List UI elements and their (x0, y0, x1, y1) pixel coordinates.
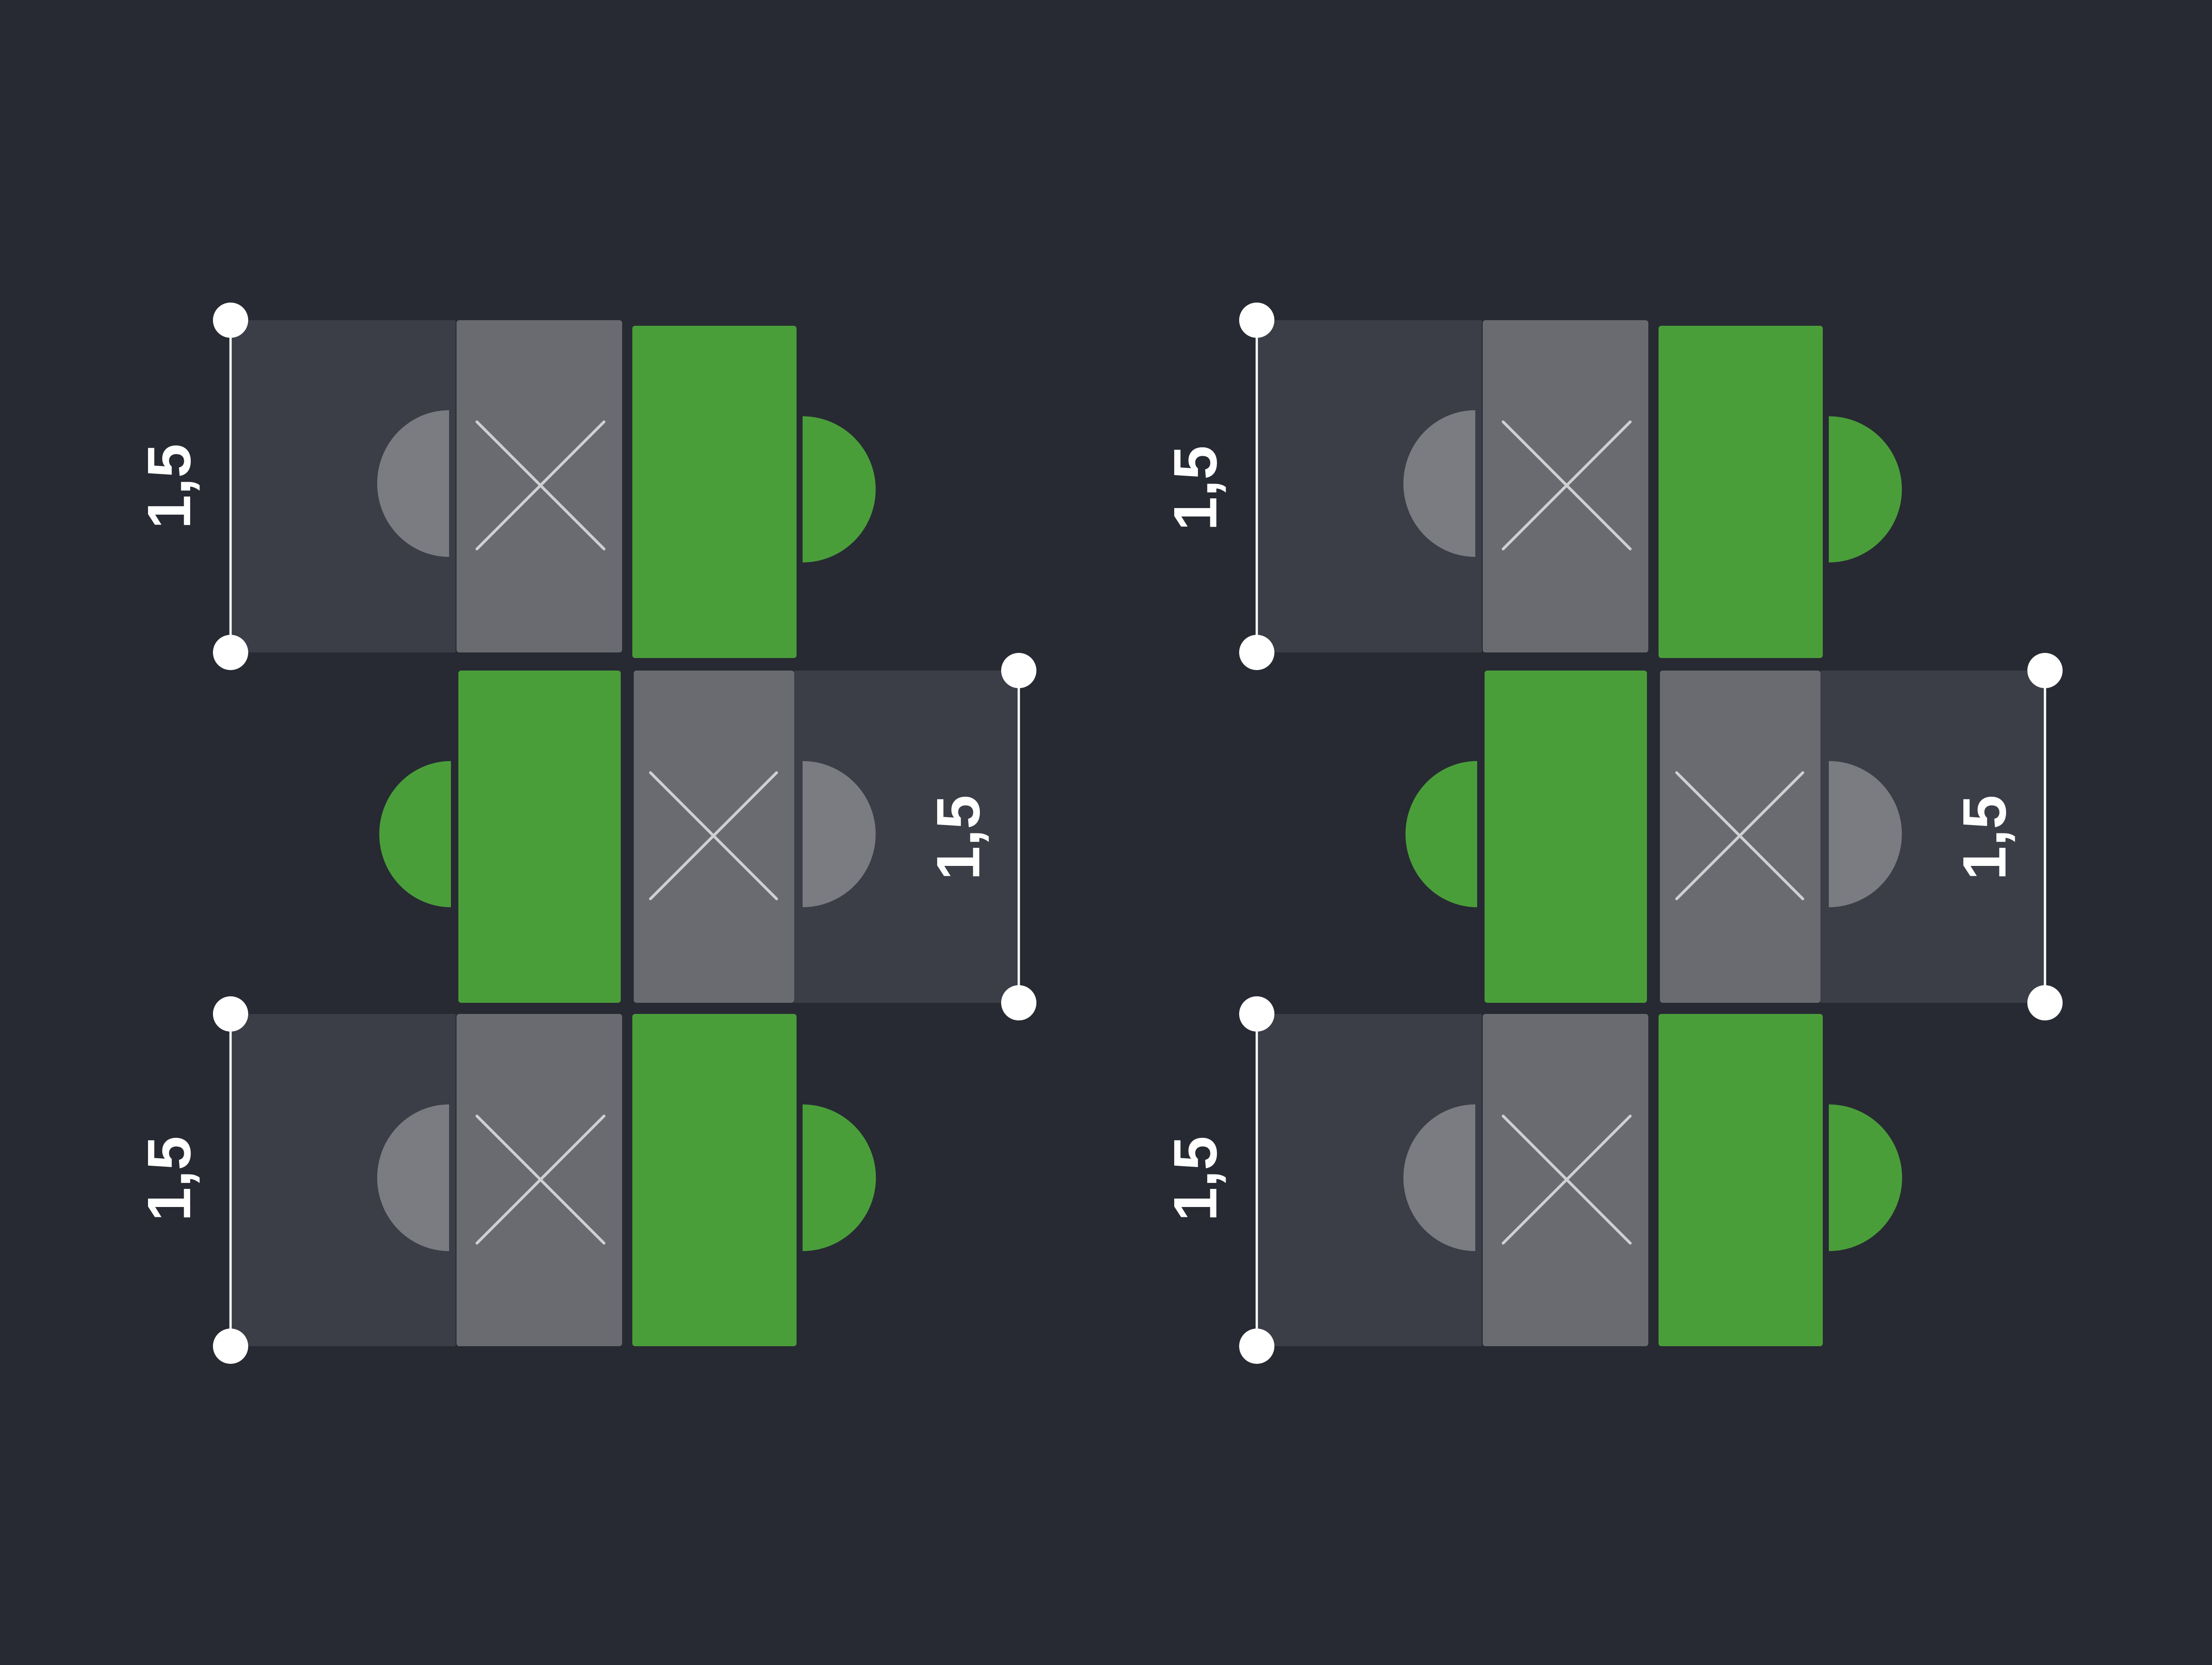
filled-circle-icon (1001, 985, 1036, 1020)
desk-group-middle: 1,5 (1405, 653, 2063, 1020)
filled-circle-icon (213, 996, 248, 1032)
chair-disabled (1829, 761, 1902, 907)
cross-mark-icon (1502, 420, 1632, 550)
dimension-label: 1,5 (1950, 795, 2019, 880)
chair-available[interactable] (1829, 416, 1902, 562)
filled-circle-icon (1239, 635, 1274, 670)
desk-group-middle: 1,5 (379, 653, 1036, 1020)
desk-available[interactable] (632, 1014, 797, 1346)
chair-disabled (377, 1104, 449, 1251)
filled-circle-icon (213, 303, 248, 338)
filled-circle-icon (213, 635, 248, 670)
chair-disabled (1403, 1104, 1475, 1251)
chair-available[interactable] (1405, 761, 1477, 907)
chair-available[interactable] (1829, 1104, 1902, 1251)
desk-available[interactable] (1659, 326, 1823, 658)
right-layout: 1,5 1,5 (1161, 303, 2063, 1364)
filled-circle-icon (213, 1329, 248, 1364)
desk-available[interactable] (1659, 1014, 1823, 1346)
desk-group-bottom: 1,5 (135, 996, 876, 1364)
filled-circle-icon (1239, 1329, 1274, 1364)
desk-group-top: 1,5 (135, 303, 876, 670)
desk-group-top: 1,5 (1161, 303, 1902, 670)
filled-circle-icon (1001, 653, 1036, 688)
desk-available[interactable] (1485, 671, 1647, 1003)
filled-circle-icon (1239, 303, 1274, 338)
dimension-label: 1,5 (924, 795, 992, 880)
dimension-marker: 1,5 (924, 653, 1036, 1020)
chair-disabled (377, 410, 449, 557)
chair-available[interactable] (803, 416, 876, 562)
dimension-marker: 1,5 (1161, 996, 1274, 1364)
filled-circle-icon (2027, 653, 2063, 688)
left-layout: 1,5 1,5 (135, 303, 1036, 1364)
dimension-label: 1,5 (1161, 445, 1229, 531)
dimension-label: 1,5 (1161, 1136, 1229, 1221)
filled-circle-icon (1239, 996, 1274, 1032)
chair-disabled (803, 761, 876, 907)
dimension-marker: 1,5 (1161, 303, 1274, 670)
cross-mark-icon (476, 1115, 605, 1245)
desk-available[interactable] (458, 671, 621, 1003)
desk-group-bottom: 1,5 (1161, 996, 1902, 1364)
cross-mark-icon (476, 420, 605, 550)
filled-circle-icon (2027, 985, 2063, 1020)
chair-disabled (1403, 410, 1475, 557)
cross-mark-icon (1502, 1115, 1632, 1245)
dimension-label: 1,5 (135, 1136, 203, 1221)
cross-mark-icon (649, 771, 778, 900)
chair-available[interactable] (803, 1104, 876, 1251)
desk-available[interactable] (632, 326, 797, 658)
dimension-marker: 1,5 (1950, 653, 2063, 1020)
dimension-marker: 1,5 (135, 303, 248, 670)
chair-available[interactable] (379, 761, 451, 907)
cross-mark-icon (1675, 771, 1804, 900)
dimension-label: 1,5 (135, 444, 203, 529)
dimension-marker: 1,5 (135, 996, 248, 1364)
